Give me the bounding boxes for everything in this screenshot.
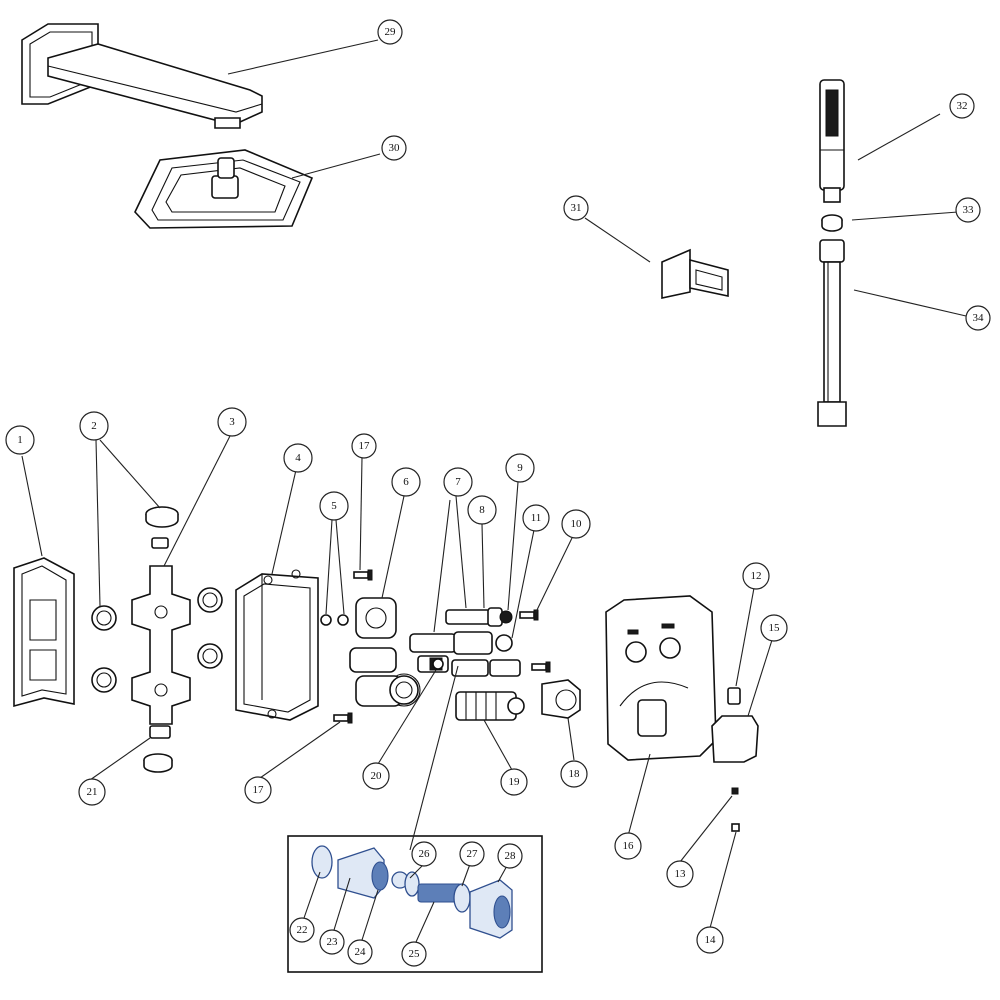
svg-text:12: 12: [751, 570, 762, 582]
part-20-o-ring: [432, 658, 444, 670]
svg-text:28: 28: [505, 850, 517, 862]
part-14-set-screw: [731, 823, 740, 832]
svg-text:24: 24: [355, 946, 367, 958]
callout-24: 24: [347, 939, 373, 965]
callout-26: 26: [411, 841, 437, 867]
part-19-thermostat-cartridge: [455, 691, 525, 721]
part-7-8-9-11-spindles: [409, 607, 521, 677]
callout-25: 25: [401, 941, 427, 967]
part-15-handle: [711, 715, 759, 763]
part-29-shower-arm: [21, 23, 263, 129]
part-12-cap: [727, 687, 741, 705]
callout-13: 13: [666, 860, 694, 888]
svg-text:32: 32: [957, 100, 968, 112]
callout-4: 4: [283, 443, 313, 473]
callout-2: 2: [79, 411, 109, 441]
svg-text:34: 34: [973, 312, 985, 324]
leader-lines: [21, 39, 967, 943]
callout-31: 31: [563, 195, 589, 221]
svg-text:22: 22: [297, 924, 308, 936]
part-32-hand-shower: [819, 79, 845, 203]
part-13-set-screw: [731, 787, 739, 795]
svg-text:29: 29: [385, 26, 397, 38]
callout-19: 19: [500, 768, 528, 796]
part-5-o-rings: [320, 614, 349, 626]
svg-text:9: 9: [517, 462, 523, 474]
part-21-plug: [143, 753, 173, 773]
svg-text:20: 20: [371, 770, 383, 782]
callout-27: 27: [459, 841, 485, 867]
part-18-sleeve: [541, 679, 581, 719]
callout-12: 12: [742, 562, 770, 590]
svg-text:7: 7: [455, 476, 461, 488]
callout-3: 3: [217, 407, 247, 437]
svg-text:4: 4: [295, 452, 301, 464]
callout-30: 30: [381, 135, 407, 161]
svg-text:2: 2: [91, 420, 97, 432]
svg-text:17: 17: [253, 784, 265, 796]
svg-text:21: 21: [87, 786, 98, 798]
callout-14: 14: [696, 926, 724, 954]
callout-32: 32: [949, 93, 975, 119]
callout-7: 7: [443, 467, 473, 497]
callout-17-bottom: 17: [244, 776, 272, 804]
svg-text:14: 14: [705, 934, 717, 946]
part-34-hose: [817, 239, 847, 427]
svg-text:19: 19: [509, 776, 521, 788]
callout-28: 28: [497, 843, 523, 869]
svg-text:23: 23: [327, 936, 339, 948]
part-3-valve-body: [131, 565, 191, 739]
part-4-housing-box: [235, 569, 319, 721]
callout-10: 10: [561, 509, 591, 539]
svg-text:33: 33: [963, 204, 975, 216]
callout-1: 1: [5, 425, 35, 455]
callout-16: 16: [614, 832, 642, 860]
callout-29: 29: [377, 19, 403, 45]
svg-text:15: 15: [769, 622, 781, 634]
part-17-screws: [333, 569, 373, 724]
part-33-washer: [821, 214, 843, 232]
svg-text:8: 8: [479, 504, 485, 516]
svg-text:11: 11: [531, 512, 542, 524]
callout-18: 18: [560, 760, 588, 788]
svg-text:25: 25: [409, 948, 421, 960]
svg-text:17: 17: [359, 440, 371, 452]
callout-22: 22: [289, 917, 315, 943]
callout-17-top: 17: [351, 433, 377, 459]
svg-text:10: 10: [571, 518, 583, 530]
callout-8: 8: [467, 495, 497, 525]
callout-5: 5: [319, 491, 349, 521]
callout-23: 23: [319, 929, 345, 955]
svg-text:5: 5: [331, 500, 337, 512]
svg-text:1: 1: [17, 434, 23, 446]
svg-text:26: 26: [419, 848, 431, 860]
svg-text:18: 18: [569, 768, 581, 780]
svg-text:30: 30: [389, 142, 401, 154]
callout-15: 15: [760, 614, 788, 642]
callout-9: 9: [505, 453, 535, 483]
part-6-cartridge-housing: [349, 597, 421, 707]
svg-text:6: 6: [403, 476, 409, 488]
svg-text:13: 13: [675, 868, 687, 880]
callout-20: 20: [362, 762, 390, 790]
part-31-wall-bracket: [661, 248, 729, 299]
callout-11: 11: [522, 504, 550, 532]
svg-text:3: 3: [229, 416, 235, 428]
part-1-mounting-frame: [13, 557, 75, 708]
part-30-shower-head: [134, 149, 314, 229]
callout-6: 6: [391, 467, 421, 497]
part-10-screw: [519, 609, 551, 673]
svg-text:16: 16: [623, 840, 635, 852]
part-16-trim-plate: [605, 595, 717, 761]
part-2-sealing-rings: [91, 506, 223, 693]
callout-21: 21: [78, 778, 106, 806]
callout-33: 33: [955, 197, 981, 223]
svg-text:31: 31: [571, 202, 582, 214]
svg-text:27: 27: [467, 848, 479, 860]
callout-34: 34: [965, 305, 991, 331]
cartridge-detail-inset: [287, 835, 543, 973]
